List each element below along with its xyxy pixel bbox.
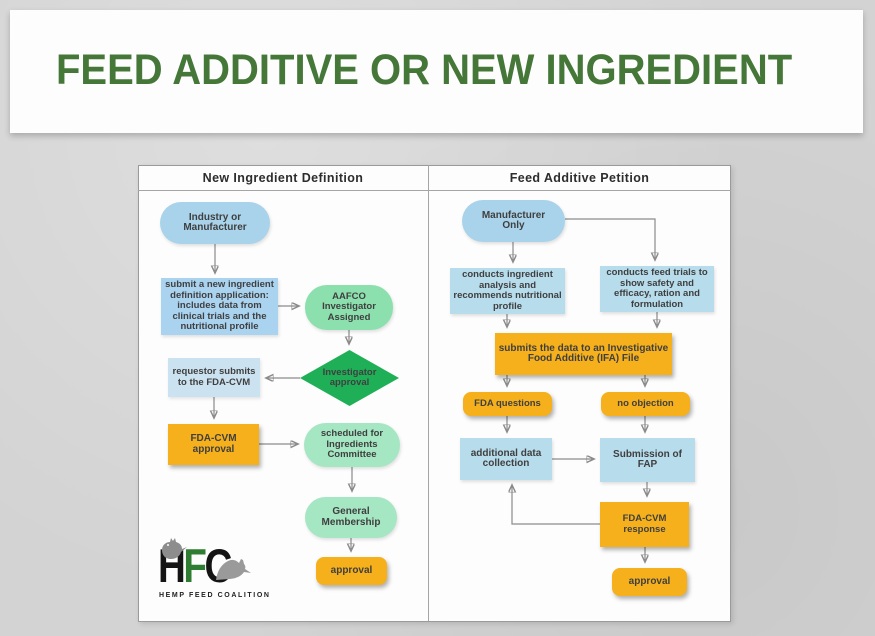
node-approval-right: approval (612, 568, 687, 596)
node-additional-data-collection: additional data collection (460, 438, 552, 480)
node-conducts-ingredient-analysis: conducts ingredient analysis and recomme… (450, 268, 565, 314)
node-no-objection: no objection (601, 392, 690, 416)
node-industry-or-manufacturer: Industry or Manufacturer (160, 202, 270, 244)
node-submission-of-fap: Submission of FAP (600, 438, 695, 482)
node-fda-questions: FDA questions (463, 392, 552, 416)
node-conducts-feed-trials: conducts feed trials to show safety and … (600, 266, 714, 312)
column-header-new-ingredient: New Ingredient Definition (202, 171, 364, 185)
title-banner: FEED ADDITIVE OR NEW INGREDIENT (10, 10, 863, 133)
column-header-feed-additive: Feed Additive Petition (509, 171, 650, 185)
slide-title: FEED ADDITIVE OR NEW INGREDIENT (56, 46, 793, 94)
column-divider (428, 165, 429, 621)
node-fda-cvm-response: FDA-CVM response (600, 502, 689, 547)
logo-letter-f: F (183, 539, 207, 592)
node-approval-left: approval (316, 557, 387, 585)
cat-icon (216, 559, 251, 580)
node-submit-application: submit a new ingredient definition appli… (161, 278, 278, 335)
node-manufacturer-only: Manufacturer Only (462, 200, 565, 242)
node-fda-cvm-approval: FDA-CVM approval (168, 424, 259, 465)
header-separator (138, 190, 731, 191)
node-scheduled-ingredients-committee: scheduled for Ingredients Committee (304, 423, 400, 467)
node-general-membership: General Membership (305, 497, 397, 538)
node-requestor-submits: requestor submits to the FDA-CVM (168, 358, 260, 397)
chicken-icon (162, 538, 187, 559)
node-aafco-investigator: AAFCO Investigator Assigned (305, 285, 393, 330)
logo-caption: HEMP FEED COALITION (159, 592, 271, 599)
hemp-feed-coalition-logo: HFC HEMP FEED COALITION (156, 538, 306, 610)
node-submits-ifa-file: submits the data to an Investigative Foo… (495, 333, 672, 375)
